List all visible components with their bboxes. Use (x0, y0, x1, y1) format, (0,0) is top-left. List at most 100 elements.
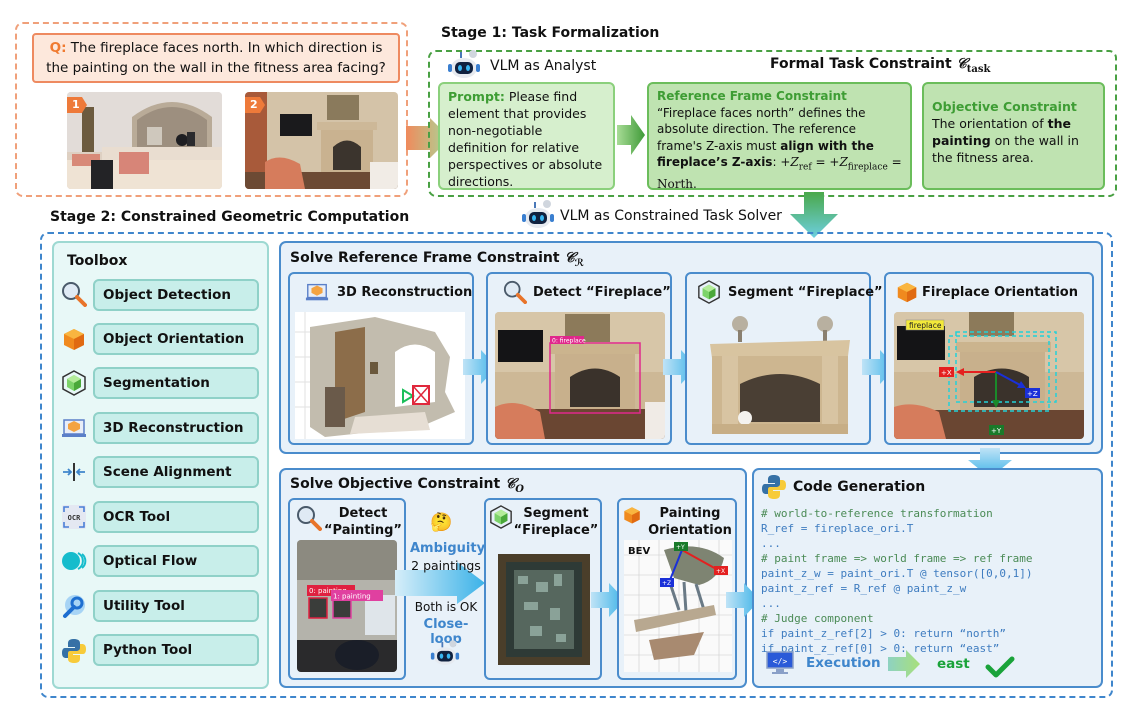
painting-bbox-label-0: 0: painting (309, 587, 347, 595)
wrench-gear-icon (60, 592, 88, 620)
ref-panel-symbol: 𝒞 (564, 250, 575, 266)
ocr-icon: OCR (60, 503, 88, 531)
tool-3d-reconstruction[interactable]: 3D Reconstruction (93, 412, 259, 444)
magnifier-icon (503, 280, 527, 304)
step-painting-orientation-title: Painting Orientation (644, 505, 736, 539)
step-segment-painting-title: Segment “Fireplace” (512, 505, 600, 539)
flow-arrow-orientation-to-code (968, 448, 1012, 478)
align-arrows-icon (60, 458, 88, 486)
stage2-region (40, 232, 1113, 698)
question-label: Q: (49, 40, 67, 56)
monitor-code-icon: </> (766, 651, 794, 674)
ref-panel-sub: ℛ (574, 257, 585, 269)
flow-arrow-execution-to-result (888, 650, 920, 678)
reference-frame-constraint-card: Reference Frame Constraint “Fireplace fa… (647, 82, 912, 191)
tool-segmentation[interactable]: Segmentation (93, 367, 259, 399)
obj-panel-symbol: 𝒞 (505, 476, 516, 492)
ambiguity-label: Ambiguity (410, 541, 486, 556)
magnifier-icon (297, 506, 322, 531)
code-line: if paint_z_ref[0] > 0: return “east” (761, 642, 1000, 655)
step-detect-painting-title: Detect “Painting” (322, 505, 404, 539)
painting-bbox-label-1: 1: painting (333, 593, 371, 601)
segmentation-cube-icon (490, 505, 512, 529)
segmentation-cube-icon (60, 369, 88, 397)
flow-arrow-segment-to-painting-orientation (591, 583, 625, 617)
formal-sub: task (966, 63, 991, 75)
checkmark-icon (985, 656, 1015, 678)
step-detect-fireplace-title: Detect “Fireplace” (533, 285, 671, 300)
tool-optical-flow[interactable]: Optical Flow (93, 545, 259, 577)
tool-scene-alignment[interactable]: Scene Alignment (93, 456, 259, 488)
obj-card-text-b: on the wall in the fitness area. (932, 133, 1079, 165)
cube-orientation-icon (624, 507, 640, 524)
flow-arrow-stage1-to-stage2 (790, 192, 838, 238)
code-line: paint_z_ref = R_ref @ paint_z_w (761, 582, 967, 595)
ambiguity-detail: 2 paintings (411, 558, 481, 573)
python-icon (60, 637, 88, 665)
flow-arrow-detect-to-segment (395, 562, 485, 604)
step-segment-fireplace-title: Segment “Fireplace” (728, 285, 883, 300)
cube-orientation-icon (897, 282, 917, 303)
painting-bev-image: BEV +Y +X +Z (624, 540, 732, 672)
segment-painting-title-line2: “Fireplace” (513, 523, 599, 538)
prompt-card: Prompt: Please find element that provide… (438, 82, 615, 190)
ref-panel-title-text: Solve Reference Frame Constraint (290, 250, 560, 266)
stage1-title: Stage 1: Task Formalization (441, 25, 660, 41)
code-line: paint_z_w = paint_ori.T @ tensor([0,0,1]… (761, 567, 1033, 580)
code-generation-title: Code Generation (793, 479, 926, 495)
segmented-painting-image (496, 552, 592, 667)
bev-axis-y-label: +Y (676, 544, 685, 551)
question-image-1: 1 (67, 92, 222, 189)
axis-y-label: +Y (991, 427, 1002, 435)
formal-symbol: 𝒞 (956, 56, 967, 72)
fireplace-bbox-label: 0: fireplace (552, 338, 586, 345)
code-line: # Judge component (761, 612, 874, 625)
question-region (15, 22, 408, 197)
execution-result: east (937, 656, 970, 672)
fireplace-tag: fireplace (909, 321, 942, 330)
ambiguity-resolution: Both is OK (414, 600, 478, 614)
reconstruction-pointcloud-image (295, 312, 465, 439)
step-fireplace-orientation-title: Fireplace Orientation (922, 285, 1078, 300)
stage1-region (428, 50, 1117, 197)
flow-arrow-painting-orientation-to-code (726, 583, 760, 617)
code-line: # world-to-reference transformation (761, 507, 993, 520)
axis-z-label: +Z (1027, 390, 1038, 398)
tool-python[interactable]: Python Tool (93, 634, 259, 666)
tool-object-orientation[interactable]: Object Orientation (93, 323, 259, 355)
toolbox-title: Toolbox (67, 253, 128, 269)
image-badge-2: 2 (245, 97, 265, 113)
analyst-label: VLM as Analyst (490, 58, 597, 74)
bev-label: BEV (628, 546, 650, 557)
objective-panel-title: Solve Objective Constraint 𝒞O (290, 476, 524, 495)
ref-card-text-a: “Fireplace faces north” defines the abso… (657, 105, 866, 153)
objective-constraint-card: Objective Constraint The orientation of … (922, 82, 1105, 190)
bev-axis-z-label: +Z (662, 580, 671, 587)
reference-frame-panel-title: Solve Reference Frame Constraint 𝒞ℛ (290, 250, 584, 269)
magnifier-icon (60, 280, 88, 308)
robot-icon (522, 200, 554, 228)
painting-orientation-title-line2: Orientation (648, 523, 732, 538)
ref-card-text-b: : (772, 155, 781, 169)
ref-card-title: Reference Frame Constraint (657, 89, 847, 103)
bev-axis-x-label: +X (716, 568, 725, 575)
tool-utility[interactable]: Utility Tool (93, 590, 259, 622)
ref-card-formula: +Zref = +Zfireplace = North. (657, 155, 902, 191)
tool-object-detection[interactable]: Object Detection (93, 279, 259, 311)
obj-card-title: Objective Constraint (932, 99, 1077, 114)
stage2-title: Stage 2: Constrained Geometric Computati… (50, 209, 410, 225)
prompt-card-text: Please find element that provides non-ne… (448, 89, 603, 189)
obj-panel-sub: O (515, 483, 525, 495)
question-box: Q: The fireplace faces north. In which d… (32, 33, 400, 83)
cube-orientation-icon (60, 325, 88, 353)
formal-title-text: Formal Task Constraint (770, 56, 952, 72)
tool-ocr[interactable]: OCR Tool (93, 501, 259, 533)
detect-fireplace-image: 0: fireplace (495, 312, 665, 439)
segmentation-cube-icon (698, 280, 720, 304)
obj-panel-title-text: Solve Objective Constraint (290, 476, 501, 492)
code-line: # paint frame => world frame => ref fram… (761, 552, 1033, 565)
svg-text:</>: </> (773, 657, 788, 666)
fireplace-orientation-image: fireplace +X +Y +Z (894, 312, 1084, 439)
ref-card-text-bold: align with the fireplace’s Z-axis (657, 138, 874, 170)
